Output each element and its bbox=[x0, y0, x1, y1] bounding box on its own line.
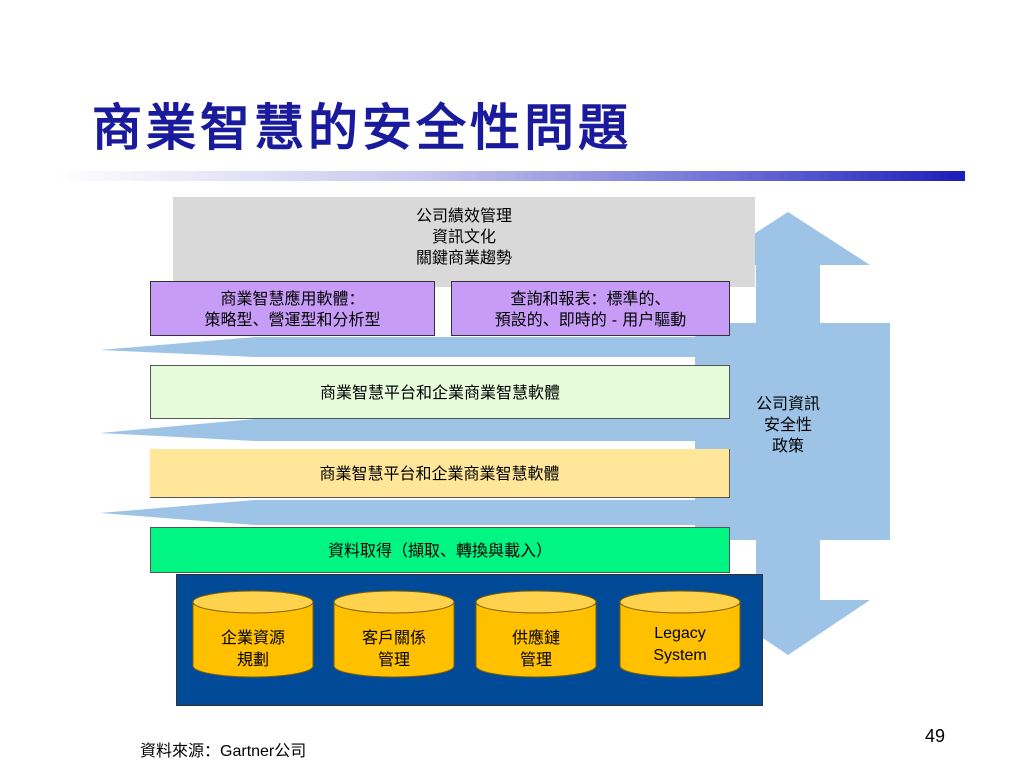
title-divider bbox=[55, 171, 965, 181]
source-label: 資料來源： bbox=[140, 741, 221, 760]
cylinder-label-legacy: Legacy System bbox=[653, 625, 707, 664]
cylinder-scm bbox=[475, 590, 597, 678]
cylinder-label-scm: 供應鏈 管理 bbox=[511, 628, 560, 669]
performance-culture-box: 公司績效管理 資訊文化 關鍵商業趨勢 bbox=[173, 197, 755, 287]
cylinder-crm bbox=[333, 590, 455, 678]
left-arrow-3 bbox=[100, 500, 695, 525]
bi-platform-box-1: 商業智慧平台和企業商業智慧軟體 bbox=[150, 365, 730, 419]
left-arrow-2 bbox=[100, 419, 695, 441]
slide-title: 商業智慧的安全性問題 bbox=[92, 98, 632, 157]
source-citation: 資料來源：Gartner公司 bbox=[140, 737, 306, 761]
page-number: 49 bbox=[925, 726, 946, 746]
cylinder-label-crm: 客戶關係 管理 bbox=[361, 628, 426, 669]
query-reports-box: 查詢和報表：標準的、 預設的、即時的 - 用户驅動 bbox=[451, 281, 730, 336]
data-acquisition-box: 資料取得（擷取、轉換與載入） bbox=[150, 527, 730, 573]
bi-platform-box-2: 商業智慧平台和企業商業智慧軟體 bbox=[150, 449, 730, 498]
left-arrow-1 bbox=[100, 337, 695, 357]
source-suffix: 公司 bbox=[274, 741, 307, 760]
source-name: Gartner bbox=[220, 743, 275, 760]
vertical-double-arrow bbox=[695, 212, 890, 655]
cylinder-erp bbox=[192, 590, 314, 678]
cylinder-legacy bbox=[619, 590, 741, 678]
security-policy-label: 公司資訊 安全性 政策 bbox=[755, 394, 820, 455]
cylinder-label-erp: 企業資源 規劃 bbox=[220, 628, 285, 669]
bi-app-software-box: 商業智慧應用軟體： 策略型、營運型和分析型 bbox=[150, 281, 435, 336]
